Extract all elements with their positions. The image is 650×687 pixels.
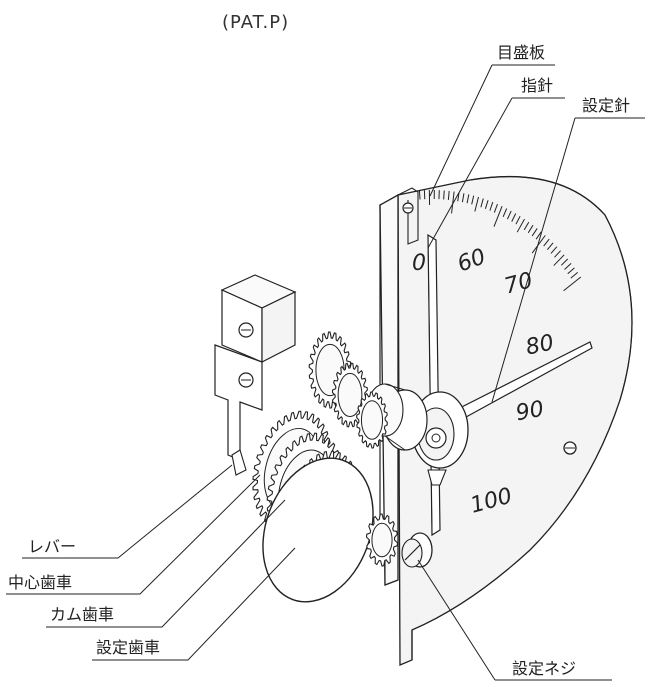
label-cam-gear: カム歯車 xyxy=(50,605,115,624)
screw-gear xyxy=(365,513,399,567)
label-dial-plate: 目盛板 xyxy=(497,43,546,62)
label-set-screw: 設定ネジ xyxy=(512,659,577,678)
dial-plate-edge xyxy=(469,175,633,401)
scale-number-80: 80 xyxy=(524,330,557,360)
leader-lines xyxy=(6,64,645,681)
label-set-gear: 設定歯車 xyxy=(96,638,161,657)
label-pointer: 指針 xyxy=(521,76,554,95)
label-center-gear: 中心歯車 xyxy=(8,573,73,592)
bracket-block xyxy=(214,274,297,476)
label-set-pointer: 設定針 xyxy=(582,96,631,115)
label-lever: レバー xyxy=(28,537,77,556)
set-screw xyxy=(401,532,433,568)
svg-text:0: 0 xyxy=(412,251,426,276)
scale-number-90: 90 xyxy=(514,397,546,426)
scale-ticks xyxy=(418,190,582,292)
patent-pending-title: (PAT.P) xyxy=(222,12,290,33)
